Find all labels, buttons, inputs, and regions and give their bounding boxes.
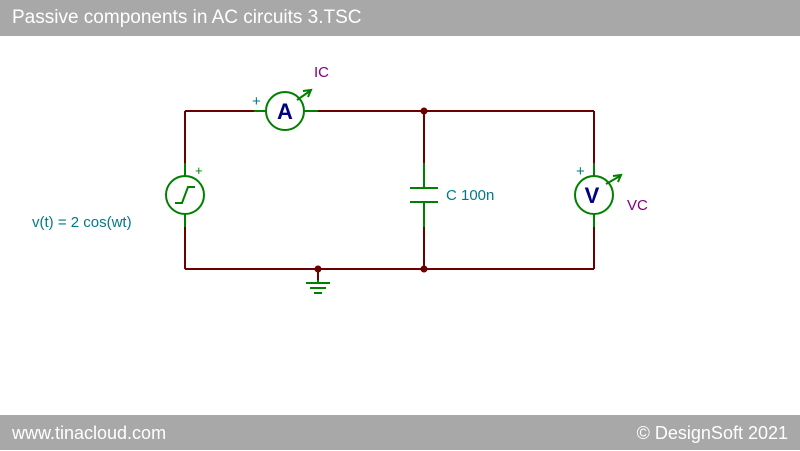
ground-icon <box>306 280 330 294</box>
ammeter-IC[interactable] <box>254 88 318 131</box>
source-label: v(t) = 2 cos(wt) <box>32 214 132 231</box>
footer-bar: www.tinacloud.com © DesignSoft 2021 <box>0 415 800 450</box>
voltmeter-name: VC <box>627 197 648 214</box>
ammeter-plus-sign: + <box>252 93 261 110</box>
wires <box>184 110 595 280</box>
junction-top <box>420 107 428 115</box>
website-link[interactable]: www.tinacloud.com <box>12 423 167 443</box>
copyright-text: © DesignSoft 2021 <box>636 423 788 443</box>
voltmeter-plus-sign: + <box>576 163 585 180</box>
junction-ground <box>314 265 322 273</box>
capacitor-label: C 100n <box>446 187 494 204</box>
circuit-schematic: + v(t) = 2 cos(wt) A + IC C 100n V + VC <box>32 64 648 294</box>
ammeter-name: IC <box>314 64 329 81</box>
junction-bottom <box>420 265 428 273</box>
ammeter-symbol: A <box>277 99 293 124</box>
source-plus-sign: + <box>195 163 203 178</box>
voltmeter-symbol: V <box>585 183 600 208</box>
voltmeter-VC[interactable] <box>574 163 623 227</box>
voltage-source[interactable] <box>165 163 205 227</box>
window-title: Passive components in AC circuits 3.TSC <box>0 0 800 36</box>
capacitor-C[interactable] <box>410 163 438 227</box>
